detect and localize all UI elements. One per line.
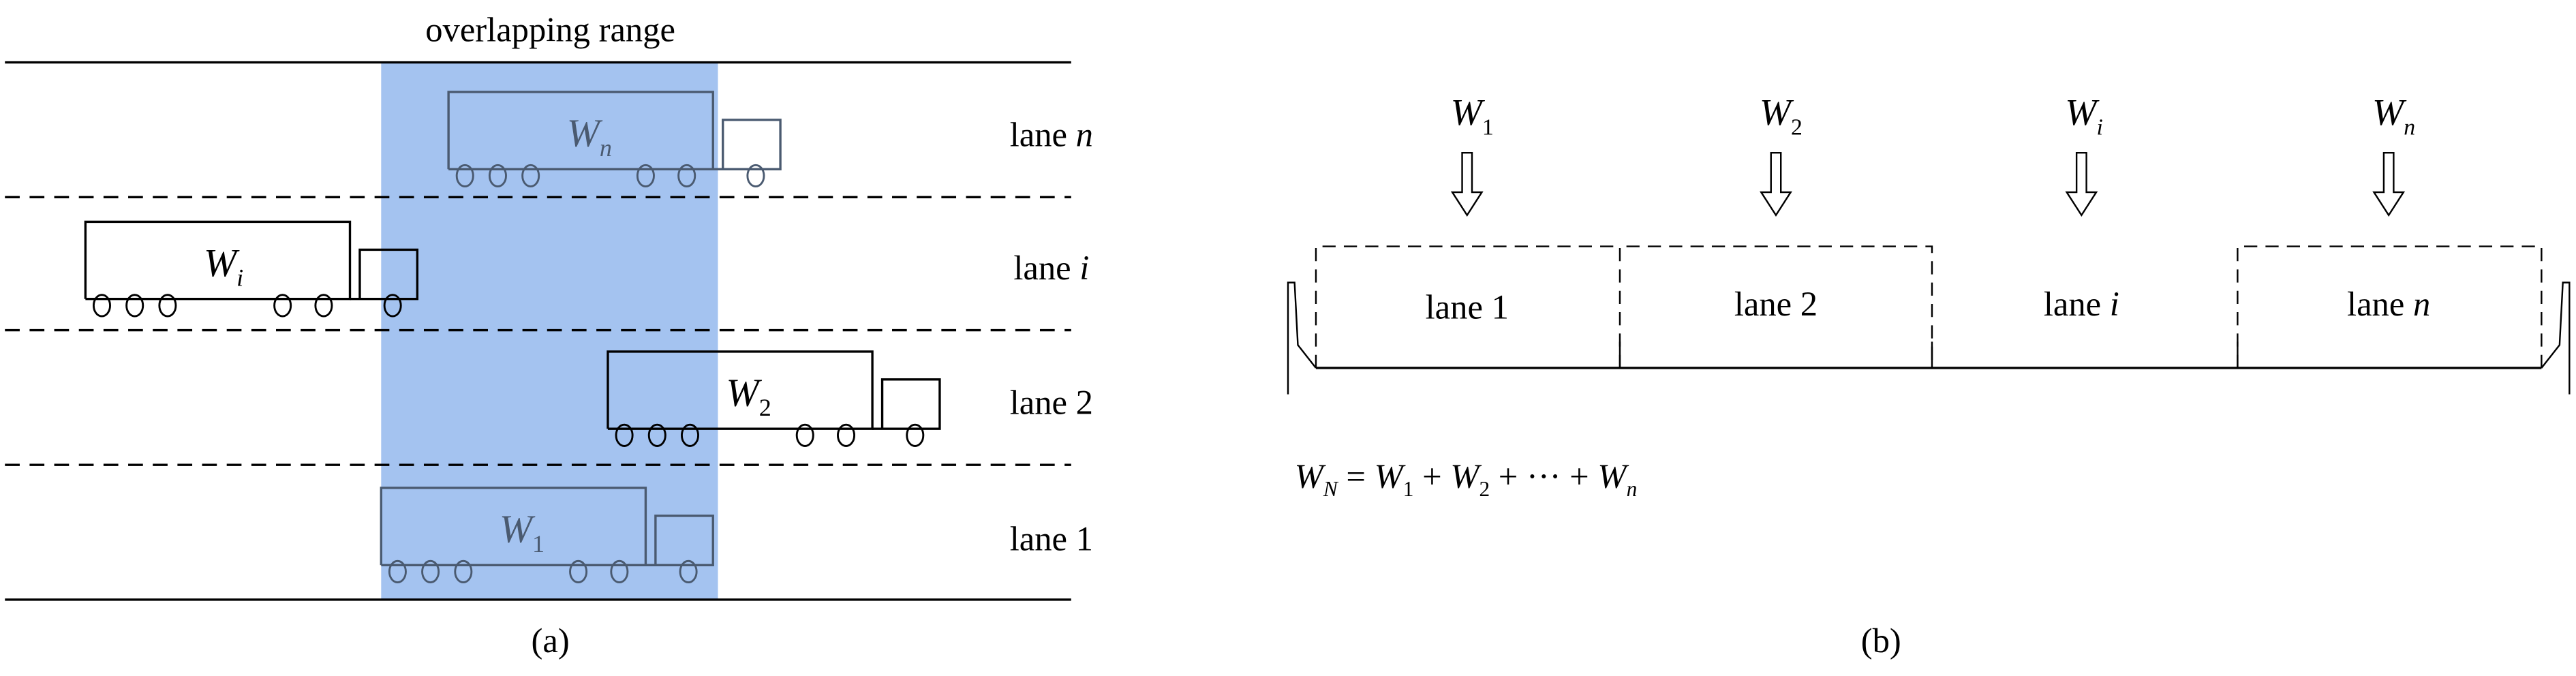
wheel-icon	[273, 294, 292, 318]
load: W1	[1450, 91, 1494, 217]
wheel-icon	[746, 164, 765, 188]
truck: W1	[380, 487, 714, 584]
lane-box-2	[1619, 245, 1933, 368]
wheel-icon	[677, 164, 696, 188]
wheel-icon	[681, 423, 700, 447]
truck-trailer	[380, 487, 647, 566]
wheel-icon	[521, 164, 540, 188]
truck-weight-label: Wi	[204, 241, 243, 291]
truck-trailer	[84, 220, 352, 301]
load-label: Wn	[2372, 91, 2415, 140]
truck: W2	[607, 350, 941, 447]
wheel-icon	[647, 423, 666, 447]
deck-lane-label: lane 2	[1734, 285, 1818, 323]
wheel-icon	[92, 294, 111, 318]
wheel-icon	[679, 559, 698, 584]
wheel-icon	[610, 559, 629, 584]
wheel-icon	[125, 294, 144, 318]
wheel-icon	[421, 559, 440, 584]
load: W2	[1760, 91, 1803, 217]
right-support	[2541, 281, 2571, 395]
lane-label: lane 1	[1010, 520, 1093, 558]
truck-weight-label: W1	[500, 507, 545, 557]
wheel-icon	[615, 423, 634, 447]
load-label: W1	[1451, 91, 1494, 140]
wheel-icon	[488, 164, 507, 188]
arrow-down-icon	[1450, 151, 1484, 217]
wheel-icon	[906, 423, 925, 447]
truck-cab	[350, 248, 419, 301]
wheel-icon	[795, 423, 814, 447]
lane-label: lane 2	[1010, 383, 1093, 421]
deck-lane-label: lane i	[2044, 285, 2119, 323]
wheel-icon	[636, 164, 655, 188]
deck-lane-labels: lane 1 lane 2 lane i lane n	[1426, 285, 2431, 326]
caption-a: (a)	[532, 621, 570, 660]
wheel-icon	[314, 294, 333, 318]
arrow-down-icon	[1760, 151, 1792, 217]
wheel-icon	[383, 294, 402, 318]
arrow-down-icon	[2372, 151, 2406, 217]
caption-b: (b)	[1861, 621, 1901, 660]
panel-b: W1 W2 Wi Wn lane 1 lane 2 lane i lane n WN …	[1287, 91, 2571, 660]
truck: Wi	[84, 220, 419, 318]
wheel-icon	[388, 559, 407, 584]
wheel-icon	[569, 559, 588, 584]
truck-cab	[645, 514, 714, 566]
truck-weight-label: W2	[726, 370, 771, 420]
load: Wi	[2065, 91, 2103, 217]
truck-trailer	[607, 350, 874, 430]
truck: Wn	[447, 91, 782, 188]
deck-lane-label: lane n	[2347, 285, 2430, 323]
arrow-down-icon	[2065, 151, 2098, 217]
load-label: Wi	[2065, 91, 2103, 140]
deck-lane-label: lane 1	[1426, 288, 1509, 326]
overlap-title: overlapping range	[425, 10, 675, 48]
lane-label: lane n	[1010, 116, 1093, 154]
load: Wn	[2372, 91, 2415, 217]
wheel-icon	[158, 294, 177, 318]
wheel-icon	[455, 164, 474, 188]
lane-box-1	[1315, 245, 1620, 368]
truck-trailer	[447, 91, 714, 170]
load-label: W2	[1760, 91, 1803, 140]
sum-formula: WN = W1 + W2 + ··· + Wn	[1295, 457, 1638, 501]
truck-weight-label: Wn	[567, 111, 612, 162]
wheel-icon	[837, 423, 856, 447]
lane-labels: lane n lane i lane 2 lane 1	[1010, 116, 1093, 558]
truck-cab	[872, 378, 941, 430]
wheel-icon	[454, 559, 473, 584]
lane-label: lane i	[1013, 249, 1089, 287]
left-support	[1287, 281, 1317, 395]
truck-cab	[713, 119, 782, 170]
